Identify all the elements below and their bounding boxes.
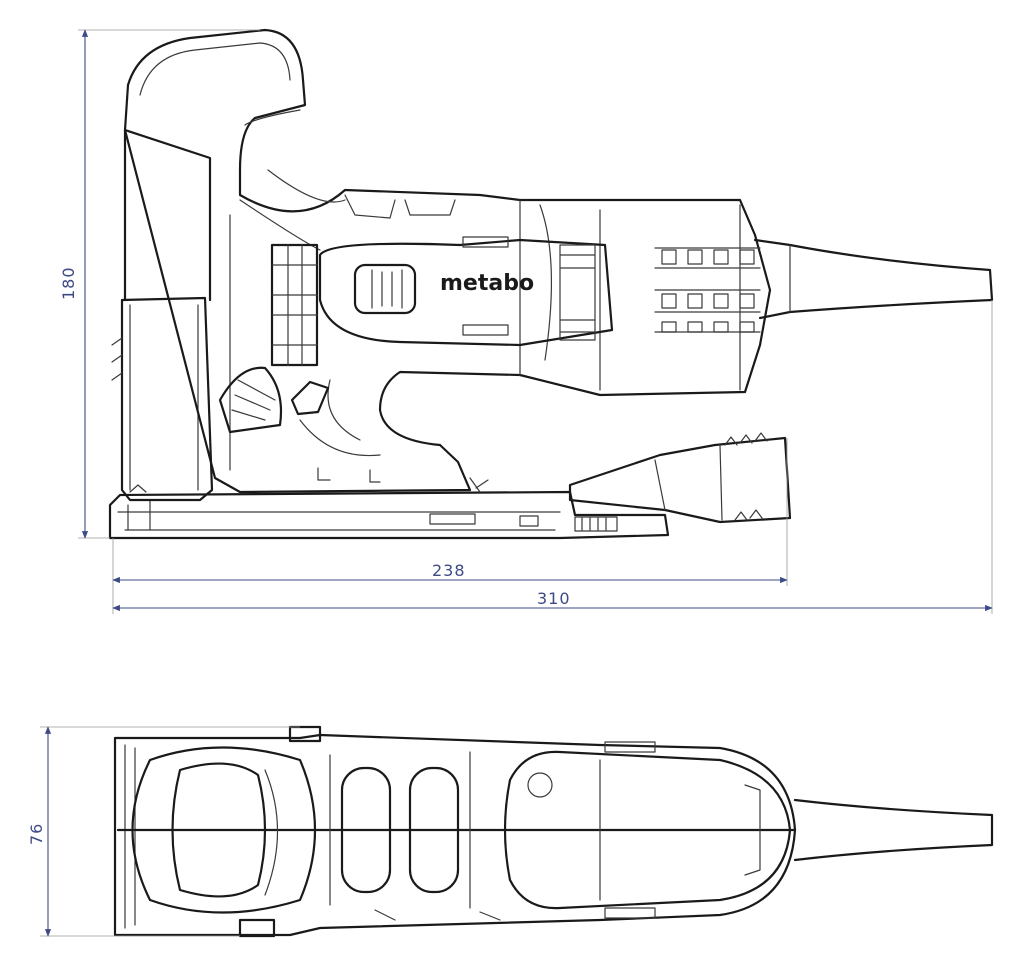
dimension-width: 76 [27,726,300,937]
orbital-lever [218,243,330,434]
dimension-base-length: 238 [112,438,788,614]
base-length-label: 238 [432,561,466,580]
front-block [111,128,214,502]
height-label: 180 [59,266,78,300]
brand-logo: metabo [440,271,534,296]
dust-nozzle [469,432,792,524]
side-view: metabo [108,28,994,540]
control-panel: metabo [318,236,614,347]
total-length-label: 310 [537,589,571,608]
top-view [113,725,994,938]
dimension-height: 180 [59,29,260,539]
width-label: 76 [27,823,46,845]
base-plate [108,490,670,540]
dimension-total-length: 310 [112,300,993,614]
vent-grille [654,247,761,333]
power-cable [753,238,994,320]
housing [123,28,772,494]
